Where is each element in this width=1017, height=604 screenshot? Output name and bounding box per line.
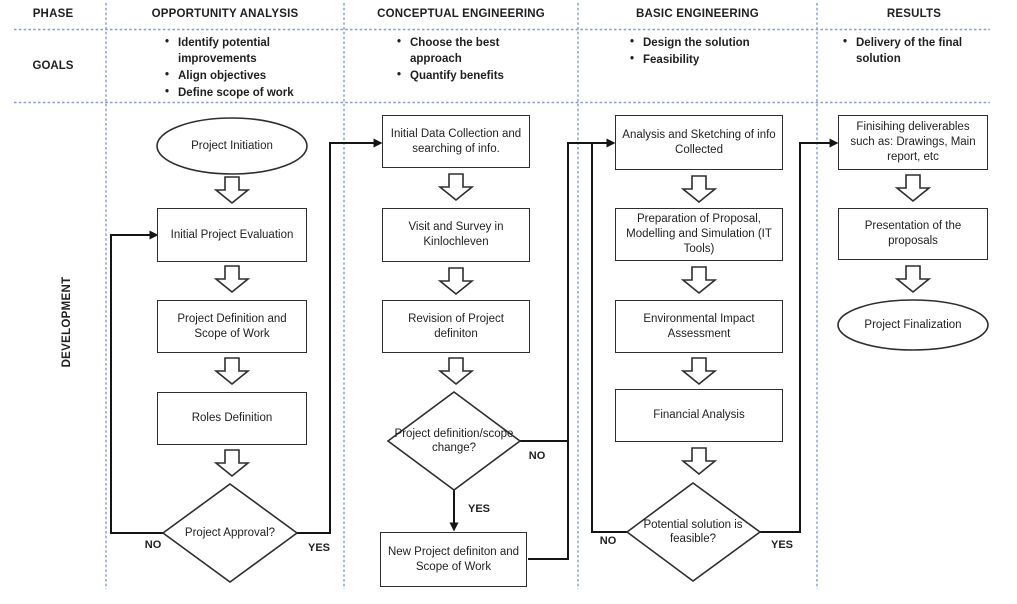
phase-header-conceptual-engineering: CONCEPTUAL ENGINEERING [377,8,545,20]
grid-dashed-lines [14,3,990,589]
decision-diamond [161,483,299,583]
node-visit-survey-kinlochleven: Visit and Survey in Kinlochleven [382,208,530,262]
decision-project-approval: Project Approval? [184,526,276,539]
phase-header-opportunity-analysis: OPPORTUNITY ANALYSIS [151,8,299,20]
row-label-development: DEVELOPMENT [61,276,73,368]
goal-item: Align objectives [163,68,309,85]
edge-label-no: NO [528,450,546,462]
phase-header-results: RESULTS [886,8,942,20]
down-arrow-icon [213,265,251,294]
node-roles-definition: Roles Definition [157,392,307,445]
node-preparation-proposal: Preparation of Proposal, Modelling and S… [615,208,783,261]
start-ellipse [156,117,308,175]
decision-solution-feasible: Potential solution is feasible? [643,518,743,545]
goal-item: Choose the best approach [395,35,517,68]
phase-header-basic-engineering: BASIC ENGINEERING [636,8,759,20]
down-arrow-icon [213,176,251,205]
node-project-finalization: Project Finalization [864,318,962,331]
row-label-phase: PHASE [32,8,74,20]
edge-label-no: NO [599,535,617,547]
node-initial-data-collection: Initial Data Collection and searching of… [382,115,530,168]
row-label-goals: GOALS [32,60,74,72]
goal-item: Identify potential improvements [163,35,309,68]
edge-label-no: NO [144,539,162,551]
edge-label-yes: YES [307,542,330,554]
goals-list-opportunity: Identify potential improvements Align ob… [163,35,309,102]
node-environmental-impact: Environmental Impact Assessment [615,300,783,353]
down-arrow-icon [680,175,718,204]
node-finishing-deliverables: Finisihing deliverables such as: Drawing… [838,115,988,170]
edge-label-yes: YES [467,503,490,515]
down-arrow-icon [437,357,475,386]
down-arrow-icon [437,173,475,202]
down-arrow-icon [680,357,718,386]
node-presentation-proposals: Presentation of the proposals [838,208,988,260]
down-arrow-icon [680,447,718,476]
connector-lines [110,138,839,560]
down-arrow-icon [894,174,932,203]
connector-no-feedback-basic [591,142,627,533]
decision-diamond [625,482,762,582]
connector-yes-to-results [760,138,839,533]
goal-item: Feasibility [628,52,778,69]
flow-arrows [213,173,932,478]
node-project-initiation: Project Initiation [191,139,273,152]
node-project-definition-scope: Project Definition and Scope of Work [157,300,307,353]
connector-no-feedback-opportunity [110,230,163,534]
goal-item: Define scope of work [163,85,309,102]
edge-label-yes: YES [770,539,793,551]
down-arrow-icon [894,265,932,294]
goals-list-basic: Design the solution Feasibility [628,35,778,70]
node-revision-project-definition: Revision of Project definiton [382,300,530,353]
node-financial-analysis: Financial Analysis [615,389,783,442]
goals-list-conceptual: Choose the best approach Quantify benefi… [395,35,517,86]
down-arrow-icon [213,357,251,386]
goals-list-results: Delivery of the final solution [841,35,981,69]
goal-item: Delivery of the final solution [841,35,981,68]
node-new-project-definition: New Project definiton and Scope of Work [380,532,527,587]
decision-scope-change: Project definition/scope change? [394,427,514,454]
end-ellipse [837,299,989,351]
down-arrow-icon [680,266,718,295]
down-arrow-icon [213,449,251,478]
node-initial-project-evaluation: Initial Project Evaluation [157,208,307,262]
connector-yes-to-conceptual [297,138,383,534]
goal-item: Quantify benefits [395,68,517,85]
goal-item: Design the solution [628,35,778,52]
node-outlines [156,117,989,583]
down-arrow-icon [437,267,475,296]
connector-to-basic [528,138,616,560]
node-analysis-sketching: Analysis and Sketching of info Collected [615,115,783,170]
decision-diamond [386,391,522,491]
